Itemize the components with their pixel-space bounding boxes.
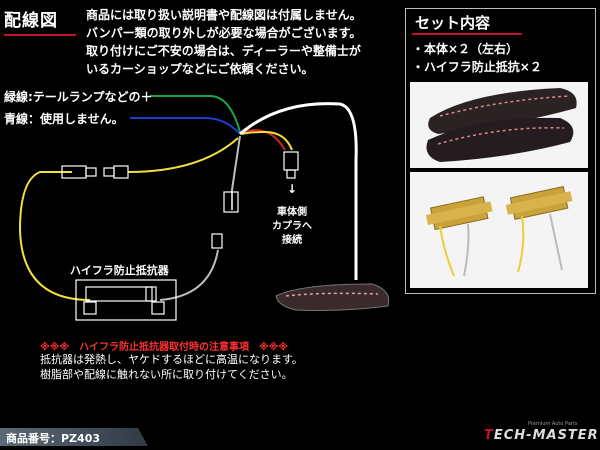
gray-loop [159, 249, 219, 301]
connector-icon [61, 151, 299, 249]
logo-text: ECH-MASTER [493, 428, 599, 443]
resistor-icon [75, 279, 177, 321]
logo-t: T [484, 428, 494, 443]
blue-wire-label: 青線：使用しません。 [4, 112, 124, 126]
resistors-illustration [425, 186, 573, 277]
note-line: いるカーショップなどにご依頼ください。 [86, 62, 314, 76]
lamps-illustration [426, 88, 577, 162]
arrow-down-icon: ↓ [287, 182, 298, 196]
part-number: 商品番号：PZ403 [6, 432, 100, 445]
car-side-line: 接続 [282, 235, 302, 246]
set-contents-list: ・本体×２（左右） ・ハイフラ防止抵抗×２ [412, 40, 542, 76]
page-title: 配線図 [4, 11, 58, 31]
tail-lamp-icon [275, 283, 390, 311]
note-line: バンパー類の取り外しが必要な場合がございます。 [86, 26, 362, 40]
green-wire [150, 95, 241, 133]
green-wire-label: 緑線:テールランプなどの＋ [4, 90, 153, 104]
notes-block: 商品には取り扱い説明書や配線図は付属しません。 バンパー類の取り外しが必要な場合… [86, 6, 406, 78]
yellow-wire [241, 130, 293, 151]
product-photo-lamps [410, 82, 588, 168]
logo-tagline: Premium Auto Parts [528, 421, 578, 427]
warning-line: 樹脂部や配線に触れない所に取り付けてください。 [40, 368, 293, 381]
set-item: ・本体×２（左右） [412, 42, 519, 56]
white-cable [239, 102, 358, 280]
blue-wire [130, 117, 241, 135]
note-line: 取り付けにご不安の場合は、ディーラーや整備士が [86, 44, 361, 58]
brand-logo: TECH-MASTER [484, 428, 599, 443]
car-side-line: カプラへ [272, 221, 312, 232]
wiring-diagram [18, 95, 390, 321]
yellow-loop [18, 137, 239, 301]
set-title-underline [412, 33, 522, 35]
car-side-line: 車体側 [277, 207, 307, 218]
product-photo-resistors [410, 172, 588, 288]
warning-line: 抵抗器は発熱し、ヤケドするほどに高温になります。 [40, 353, 303, 366]
part-number-badge [0, 428, 148, 446]
resistor-label: ハイフラ防止抵抗器 [70, 264, 169, 277]
title-underline [4, 34, 76, 36]
note-line: 商品には取り扱い説明書や配線図は付属しません。 [86, 8, 362, 22]
warning-lines: 抵抗器は発熱し、ヤケドするほどに高温になります。 樹脂部や配線に触れない所に取り… [40, 352, 303, 382]
set-item: ・ハイフラ防止抵抗×２ [412, 60, 542, 74]
warning-title: ※※※ ハイフラ防止抵抗器取付時の注意事項 ※※※ [40, 342, 289, 353]
gray-wire [231, 135, 241, 210]
set-contents-title: セット内容 [415, 14, 491, 32]
car-side-label: 車体側 カプラへ 接続 [268, 206, 316, 248]
